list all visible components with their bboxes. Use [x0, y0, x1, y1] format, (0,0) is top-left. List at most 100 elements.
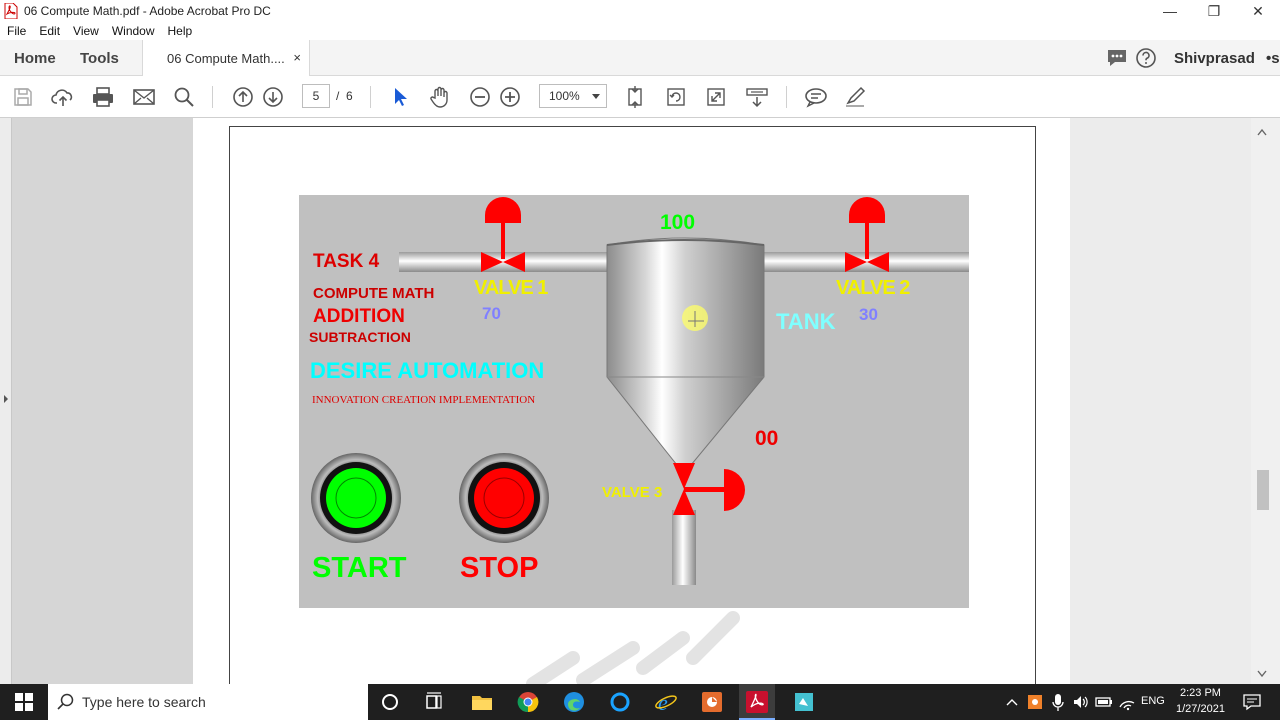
scrollbar-thumb[interactable]	[1257, 470, 1269, 510]
hmi-graphics	[311, 197, 969, 585]
menu-edit[interactable]: Edit	[39, 24, 61, 38]
menu-help[interactable]: Help	[167, 24, 193, 38]
crosshair-cursor-icon	[688, 311, 704, 327]
toolbar-separator	[212, 86, 213, 108]
help-icon[interactable]	[1135, 40, 1157, 76]
hmi-tank-value: 100	[660, 211, 696, 234]
chevron-down-icon	[592, 94, 600, 99]
highlight-pen-icon[interactable]	[844, 85, 868, 109]
hand-tool-icon[interactable]	[428, 85, 452, 109]
save-icon[interactable]	[11, 85, 35, 109]
acrobat-pdf-icon	[4, 2, 18, 20]
tab-document[interactable]: 06 Compute Math.... ×	[142, 40, 310, 77]
file-explorer-icon[interactable]	[470, 690, 494, 714]
vertical-scrollbar[interactable]	[1251, 118, 1280, 684]
search-icon	[57, 693, 74, 710]
taskbar-search-placeholder: Type here to search	[82, 694, 206, 710]
cortana-ring-icon[interactable]	[608, 690, 632, 714]
user-name[interactable]: Shivprasad	[1174, 49, 1255, 67]
fit-page-icon[interactable]	[623, 85, 647, 109]
edge-icon[interactable]	[562, 690, 586, 714]
close-tab-button[interactable]: ×	[293, 50, 301, 65]
language-indicator[interactable]: ENG	[1141, 695, 1165, 707]
clock-time[interactable]: 2:23 PM	[1180, 687, 1221, 699]
expand-panel-icon	[4, 395, 8, 403]
hmi-valve3-label: VALVE 3	[602, 484, 663, 501]
wifi-icon[interactable]	[1118, 690, 1136, 714]
search-icon[interactable]	[172, 85, 196, 109]
volume-icon[interactable]	[1072, 690, 1090, 714]
toolbar-separator	[786, 86, 787, 108]
hmi-tagline: INNOVATION CREATION IMPLEMENTATION	[312, 394, 536, 406]
user-overflow[interactable]: •s	[1266, 49, 1280, 67]
hmi-valve2-value: 30	[859, 305, 878, 324]
hmi-subtraction-label: SUBTRACTION	[309, 329, 411, 345]
battery-icon[interactable]	[1094, 690, 1114, 714]
clock-date[interactable]: 1/27/2021	[1176, 703, 1225, 715]
comment-bubble-icon[interactable]	[1106, 40, 1128, 76]
hmi-task-label: TASK 4	[313, 251, 380, 272]
minimize-button[interactable]: —	[1163, 3, 1177, 19]
scroll-mode-icon[interactable]	[745, 85, 769, 109]
page-separator: /	[336, 89, 340, 103]
microphone-icon[interactable]	[1050, 690, 1066, 714]
start-button-graphic	[311, 453, 401, 543]
powerpoint-icon[interactable]	[700, 690, 724, 714]
menu-file[interactable]: File	[7, 24, 27, 38]
tab-row: Home Tools 06 Compute Math.... × Shivpra…	[0, 40, 1280, 77]
acrobat-taskbar-icon[interactable]	[739, 684, 775, 720]
scroll-up-icon	[1257, 128, 1267, 136]
hmi-valve1-value: 70	[482, 304, 501, 323]
current-page-input[interactable]: 5	[302, 84, 330, 108]
windows-start-icon[interactable]	[12, 690, 36, 714]
tab-tools[interactable]: Tools	[80, 49, 119, 67]
zoom-out-icon[interactable]	[468, 85, 492, 109]
task-view-icon[interactable]	[422, 690, 446, 714]
toolbar-separator	[370, 86, 371, 108]
comment-icon[interactable]	[804, 85, 828, 109]
show-hidden-icons[interactable]	[1004, 690, 1020, 714]
previous-page-icon[interactable]	[231, 85, 255, 109]
select-cursor-icon[interactable]	[388, 85, 412, 109]
taskbar-search-box[interactable]: Type here to search	[48, 684, 368, 720]
right-tools-panel	[1070, 118, 1251, 684]
zoom-select[interactable]: 100%	[539, 84, 607, 108]
scroll-down-icon	[1257, 670, 1267, 678]
notification-center-icon[interactable]	[1240, 690, 1264, 714]
zoom-in-icon[interactable]	[498, 85, 522, 109]
hmi-tank-label: TANK	[776, 309, 836, 334]
restore-button[interactable]: ❐	[1207, 2, 1221, 19]
menu-view[interactable]: View	[73, 24, 99, 38]
hmi-start-label: START	[312, 552, 407, 584]
next-page-icon[interactable]	[261, 85, 285, 109]
title-bar: 06 Compute Math.pdf - Adobe Acrobat Pro …	[0, 0, 1280, 22]
page-count: / 6	[336, 89, 353, 103]
chrome-icon[interactable]	[516, 690, 540, 714]
hmi-stop-label: STOP	[460, 552, 539, 584]
hmi-brand-label: DESIRE AUTOMATION	[310, 358, 545, 383]
tank-vessel	[606, 237, 765, 466]
zoom-value: 100%	[549, 89, 580, 103]
print-icon[interactable]	[91, 85, 115, 109]
valve-2-icon	[845, 197, 889, 272]
tab-home[interactable]: Home	[14, 49, 56, 67]
cloud-upload-icon[interactable]	[51, 85, 75, 109]
document-tab-label: 06 Compute Math....	[167, 51, 285, 66]
paint-3d-icon[interactable]	[792, 690, 816, 714]
tray-app-icon[interactable]	[1026, 690, 1044, 714]
rotate-view-icon[interactable]	[664, 85, 688, 109]
email-icon[interactable]	[132, 85, 156, 109]
menu-window[interactable]: Window	[111, 24, 155, 38]
full-screen-icon[interactable]	[704, 85, 728, 109]
outlet-pipe	[672, 510, 696, 585]
hmi-valve1-label: VALVE 1	[474, 277, 548, 299]
left-panel-rail[interactable]	[0, 118, 12, 684]
internet-explorer-icon[interactable]: e	[654, 690, 678, 715]
cortana-icon[interactable]	[378, 690, 402, 714]
close-window-button[interactable]: ✕	[1252, 2, 1264, 19]
toolbar	[0, 76, 1280, 118]
hmi-compute-math-label: COMPUTE MATH	[313, 285, 435, 302]
window-title: 06 Compute Math.pdf - Adobe Acrobat Pro …	[24, 4, 271, 18]
page-count-value: 6	[346, 89, 353, 103]
